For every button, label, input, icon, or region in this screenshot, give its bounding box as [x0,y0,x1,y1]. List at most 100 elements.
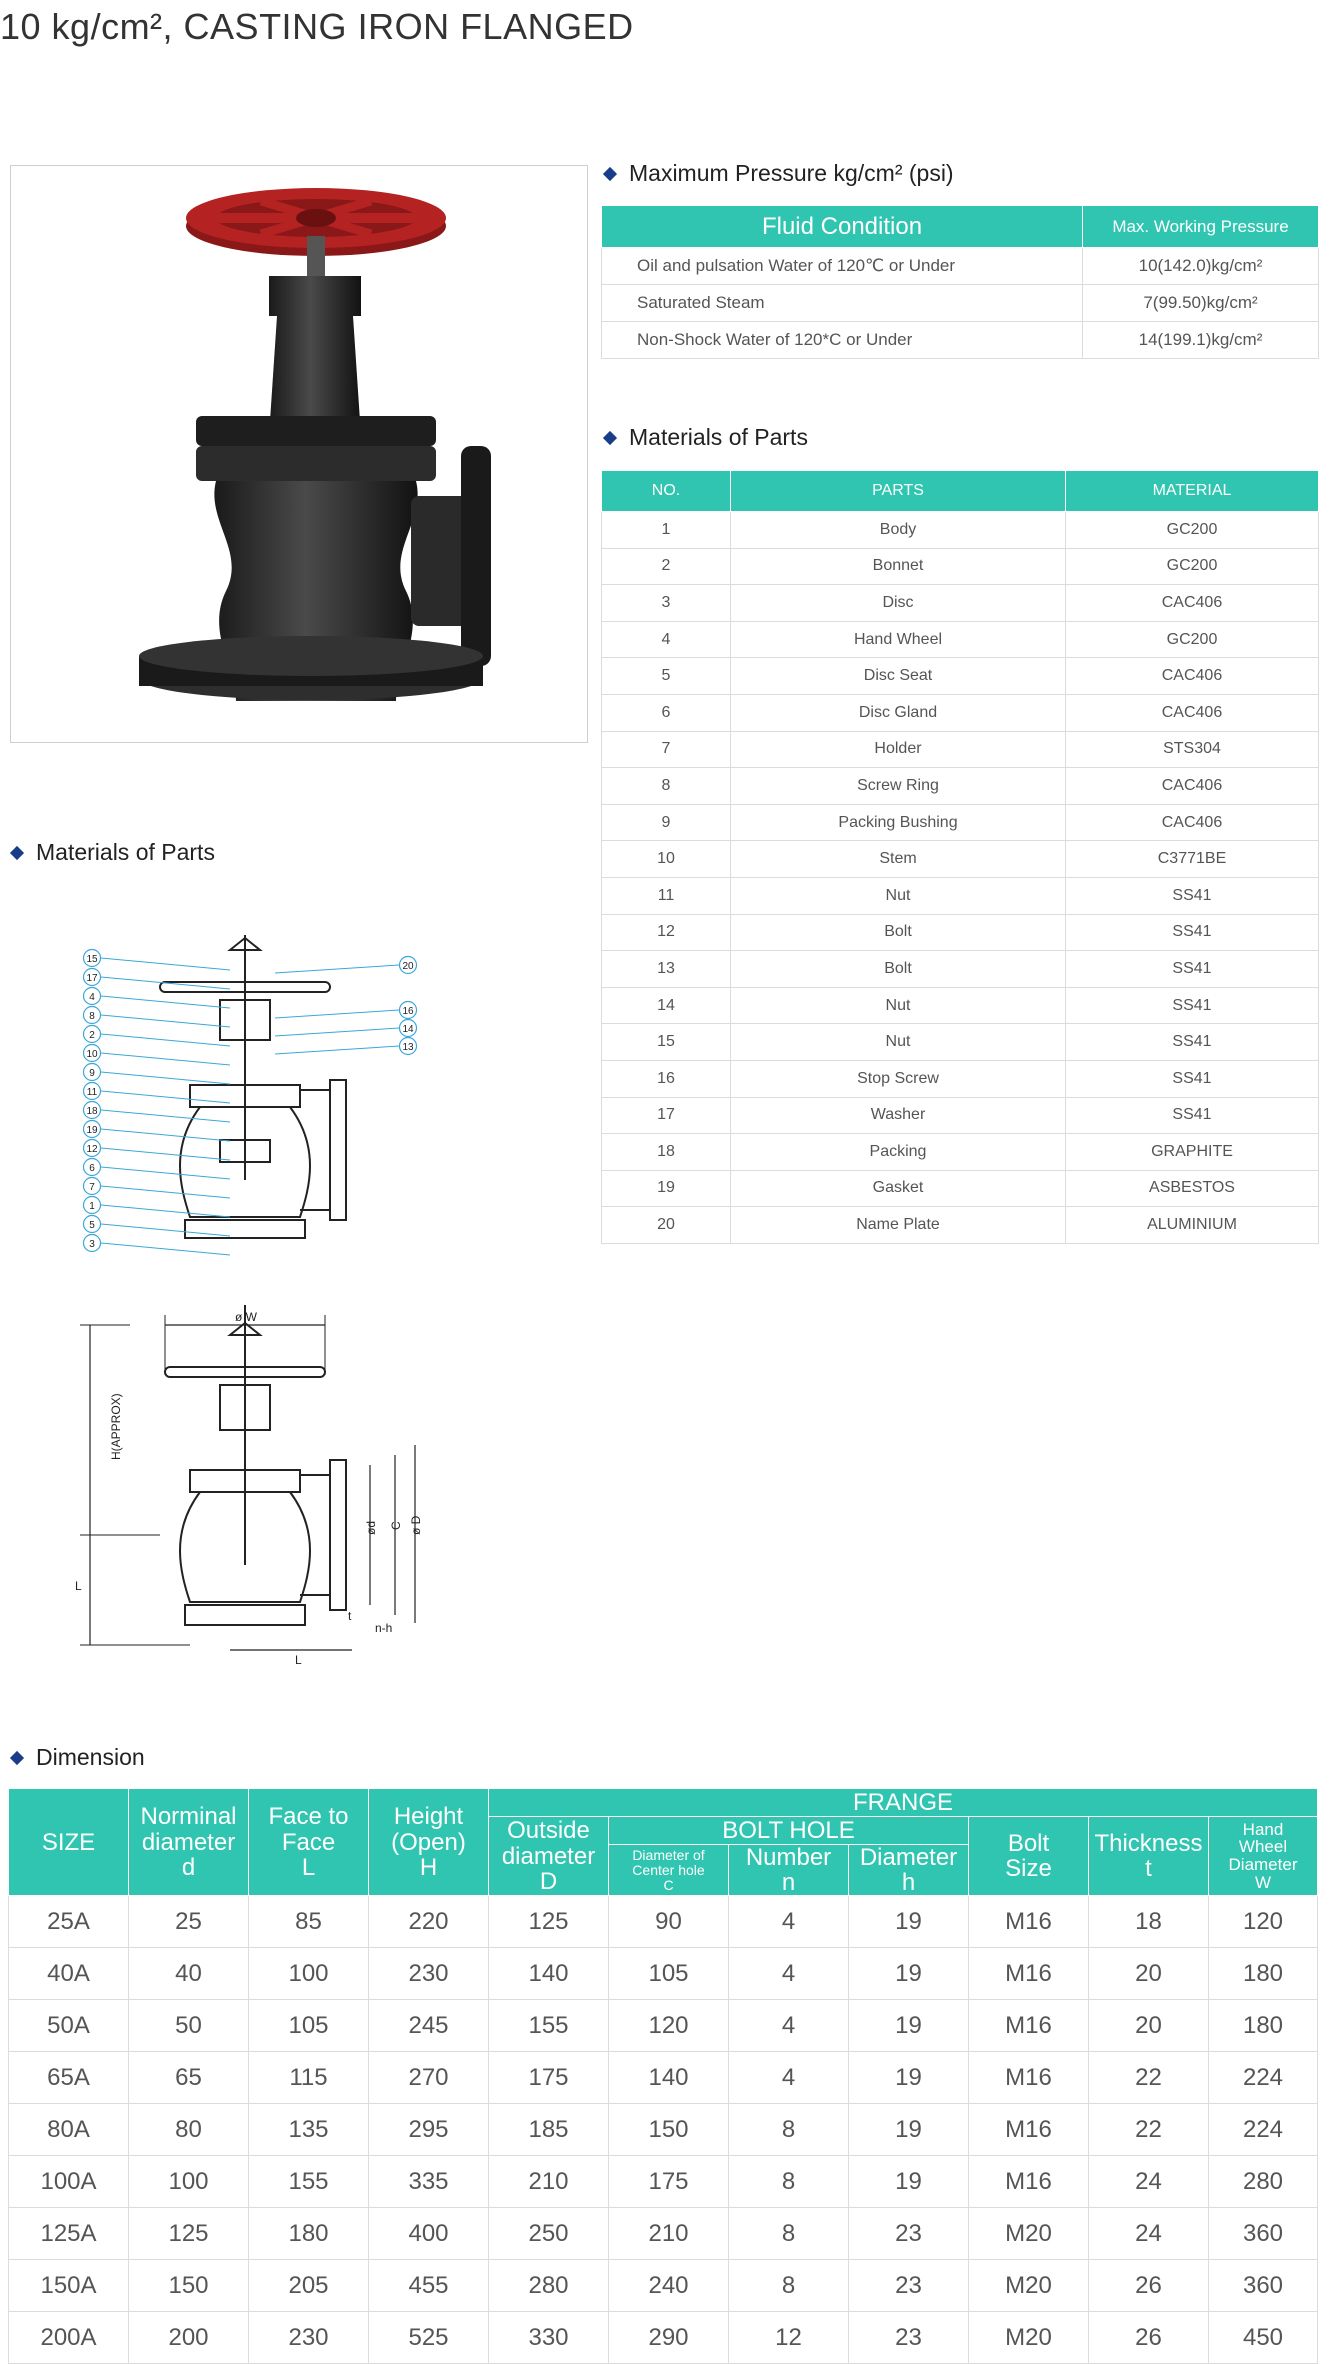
table-cell: 85 [248,1895,369,1949]
callout-leader [274,964,400,974]
callout-label: 2 [89,1030,95,1041]
table-cell: SS41 [1065,1096,1319,1135]
callout-circle [82,1157,102,1177]
table-cell: 4 [728,1947,849,2001]
table-cell: M16 [968,1947,1089,2001]
callout-label: 4 [89,992,95,1003]
table-cell: 105 [248,1999,369,2053]
table-cell: Bonnet [730,547,1066,586]
table-cell: ASBESTOS [1065,1169,1319,1208]
table-cell: 65A [8,2051,129,2105]
table-cell: 6 [601,693,731,732]
table-cell: Saturated Steam [601,284,1083,322]
callout-label: 9 [89,1068,95,1079]
table-cell: CAC406 [1065,584,1319,622]
table-cell: 20 [1088,1947,1209,2001]
table-cell: 18 [1088,1895,1209,1949]
header-height: Height (Open) H [368,1787,489,1897]
table-cell: 455 [368,2259,489,2313]
table-cell: Disc Seat [730,657,1066,695]
dim-label-w: ø W [235,1310,258,1324]
table-cell: 10 [601,840,731,878]
valve-illustration [139,188,491,701]
table-cell: SS41 [1065,1023,1319,1061]
callout-leader [274,1045,400,1055]
dim-label-h: H(APPROX) [109,1393,123,1460]
callout-leader [274,1009,400,1019]
table-cell: 135 [248,2103,369,2157]
table-cell: Non-Shock Water of 120*C or Under [601,321,1083,359]
table-cell: 185 [488,2103,609,2157]
callout-leader [100,1109,231,1123]
callout-leader [100,1185,231,1199]
callout-circle [82,948,102,968]
table-cell: 3 [601,584,731,622]
table-cell: 120 [608,1999,729,2053]
table-cell: CAC406 [1065,693,1319,732]
callout-label: 18 [86,1106,98,1117]
table-cell: 360 [1208,2259,1318,2313]
table-cell: 25 [128,1895,249,1949]
table-cell: 125A [8,2207,129,2261]
table-cell: 155 [248,2155,369,2209]
table-cell: 245 [368,1999,489,2053]
table-cell: 22 [1088,2051,1209,2105]
header-face: Face to Face L [248,1787,369,1897]
table-cell: SS41 [1065,1059,1319,1098]
table-cell: 335 [368,2155,489,2209]
callout-leader [100,1147,231,1161]
table-cell: GC200 [1065,620,1319,659]
table-cell: SS41 [1065,986,1319,1025]
pressure-heading: Maximum Pressure kg/cm² (psi) [601,160,954,187]
callout-circle [82,986,102,1006]
table-cell: 4 [601,620,731,659]
table-cell: 10(142.0)kg/cm² [1082,247,1319,285]
table-cell: 105 [608,1947,729,2001]
table-cell: 20 [601,1206,731,1244]
table-cell: M20 [968,2259,1089,2313]
callout-circle [398,955,418,975]
table-cell: 8 [601,767,731,805]
callout-leader [100,1052,231,1066]
table-cell: 295 [368,2103,489,2157]
table-row: Oil and pulsation Water of 120℃ or Under… [601,247,1319,285]
header-bolthole: BOLT HOLE [608,1816,969,1845]
table-cell: M20 [968,2207,1089,2261]
table-cell: 50 [128,1999,249,2053]
table-cell: 280 [488,2259,609,2313]
table-cell: 19 [848,2103,969,2157]
table-cell: 150A [8,2259,129,2313]
header-frange: FRANGE [488,1788,1318,1817]
table-cell: CAC406 [1065,657,1319,695]
table-cell: 2 [601,547,731,586]
callout-leader [100,1090,231,1104]
header-no: NO. [601,470,731,512]
table-cell: Disc [730,584,1066,622]
dim-label-nh: n-h [375,1621,392,1635]
table-cell: GRAPHITE [1065,1133,1319,1171]
dim-label-d-big: ø D [409,1515,423,1535]
callout-circle [82,1062,102,1082]
header-number: Number n [728,1843,849,1897]
table-cell: 9 [601,803,731,842]
table-cell: 230 [368,1947,489,2001]
table-cell: Disc Gland [730,693,1066,732]
table-cell: 23 [848,2207,969,2261]
table-cell: 150 [608,2103,729,2157]
callout-circle [82,1176,102,1196]
table-cell: 7(99.50)kg/cm² [1082,284,1319,322]
callout-label: 13 [402,1042,414,1053]
